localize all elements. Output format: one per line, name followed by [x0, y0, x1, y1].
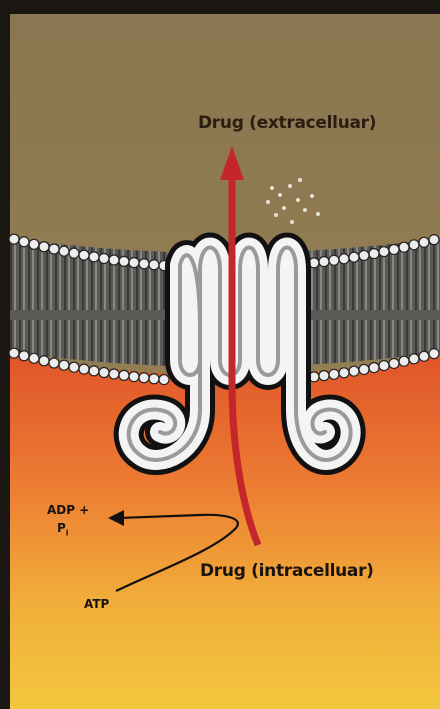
lipid-head — [419, 351, 429, 361]
lipid-head — [39, 242, 49, 252]
lipid-head — [409, 354, 419, 364]
lipid-head — [359, 364, 369, 374]
lipid-head — [419, 237, 429, 247]
lipid-head — [99, 253, 109, 263]
lipid-head — [149, 260, 159, 270]
lipid-head — [379, 361, 389, 371]
lipid-head — [109, 369, 119, 379]
drug-extracellular-label: Drug (extracelluar) — [198, 113, 376, 133]
lipid-head — [339, 254, 349, 264]
lipid-head — [79, 364, 89, 374]
lipid-head — [129, 258, 139, 268]
lipid-head — [399, 242, 409, 252]
lipid-head — [139, 373, 149, 383]
lipid-head — [59, 246, 69, 256]
lipid-head — [79, 250, 89, 260]
lipid-head — [9, 348, 19, 358]
lipid-head — [409, 240, 419, 250]
lipid-head — [339, 368, 349, 378]
lipid-head — [369, 363, 379, 373]
lipid-head — [149, 374, 159, 384]
lipid-head — [29, 353, 39, 363]
lipid-head — [329, 369, 339, 379]
lipid-head — [319, 257, 329, 267]
lipid-head — [39, 356, 49, 366]
lipid-head — [9, 234, 19, 244]
pi-subscript: i — [66, 528, 69, 537]
lipid-head — [89, 366, 99, 376]
lipid-head — [109, 255, 119, 265]
cytoplasm — [10, 355, 440, 709]
lipid-head — [349, 366, 359, 376]
lipid-head — [49, 244, 59, 254]
lipid-head — [119, 256, 129, 266]
lipid-head — [59, 360, 69, 370]
lipid-head — [49, 358, 59, 368]
lipid-head — [69, 362, 79, 372]
lipid-head — [429, 235, 439, 245]
lipid-head — [429, 349, 439, 359]
pi-letter: P — [57, 521, 66, 535]
lipid-head — [349, 252, 359, 262]
drug-intracellular-label: Drug (intracelluar) — [200, 561, 374, 581]
lipid-head — [369, 249, 379, 259]
lipid-head — [389, 244, 399, 254]
lipid-head — [329, 255, 339, 265]
pi-label: Pi — [57, 521, 69, 537]
lipid-head — [379, 247, 389, 257]
lipid-head — [389, 358, 399, 368]
lipid-head — [29, 239, 39, 249]
lipid-head — [19, 351, 29, 361]
lipid-head — [99, 367, 109, 377]
lipid-head — [399, 356, 409, 366]
lipid-head — [359, 250, 369, 260]
lipid-head — [119, 370, 129, 380]
lipid-head — [139, 259, 149, 269]
lipid-head — [159, 375, 169, 385]
lipid-head — [89, 252, 99, 262]
atp-label: ATP — [84, 597, 109, 611]
lipid-head — [69, 248, 79, 258]
lipid-head — [19, 237, 29, 247]
lipid-head — [319, 371, 329, 381]
lipid-head — [129, 372, 139, 382]
adp-label: ADP + — [47, 503, 89, 517]
